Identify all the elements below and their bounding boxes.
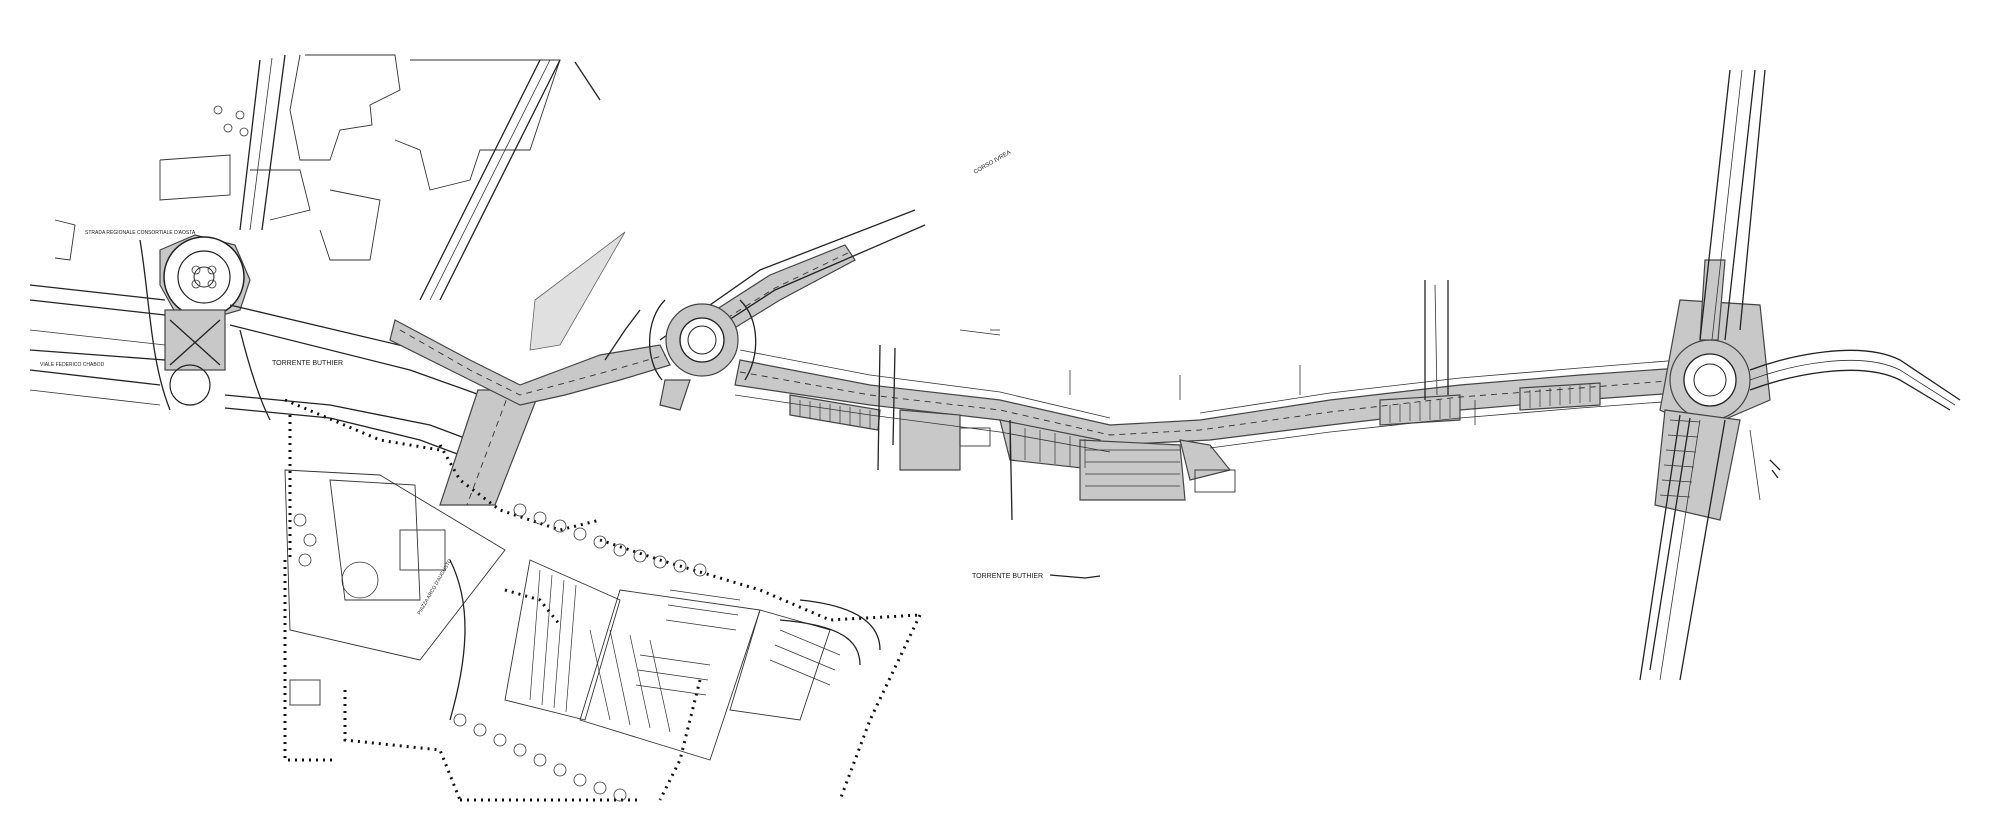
torrente-south-label: TORRENTE BUTHIER	[972, 573, 1043, 580]
torrente-north-label: TORRENTE BUTHIER	[272, 360, 343, 367]
corso-ivrea-label: CORSO IVREA	[973, 150, 1012, 176]
tree-symbols-north	[213, 105, 249, 137]
piazza-label: PIAZZA ARCO D'AUGUSTO	[417, 558, 454, 616]
strada-label: STRADA REGIONALE CONSORTIALE D'AOSTA	[85, 230, 196, 236]
southwest-block: PIAZZA ARCO D'AUGUSTO TORRENTE BUTHIE	[283, 398, 1101, 802]
main-road-corridor: CORSO IVREA	[389, 150, 1701, 521]
viale-label: VIALE FEDERICO CHABOD	[40, 362, 105, 368]
north-buildings	[54, 54, 601, 301]
tree-rows	[293, 503, 707, 802]
west-roundabout: STRADA REGIONALE CONSORTIALE D'AOSTA	[85, 230, 271, 421]
west-river-lines: VIALE FEDERICO CHABOD	[29, 284, 166, 406]
roundabout-center	[648, 299, 757, 411]
roundabout-east	[1639, 69, 1961, 681]
